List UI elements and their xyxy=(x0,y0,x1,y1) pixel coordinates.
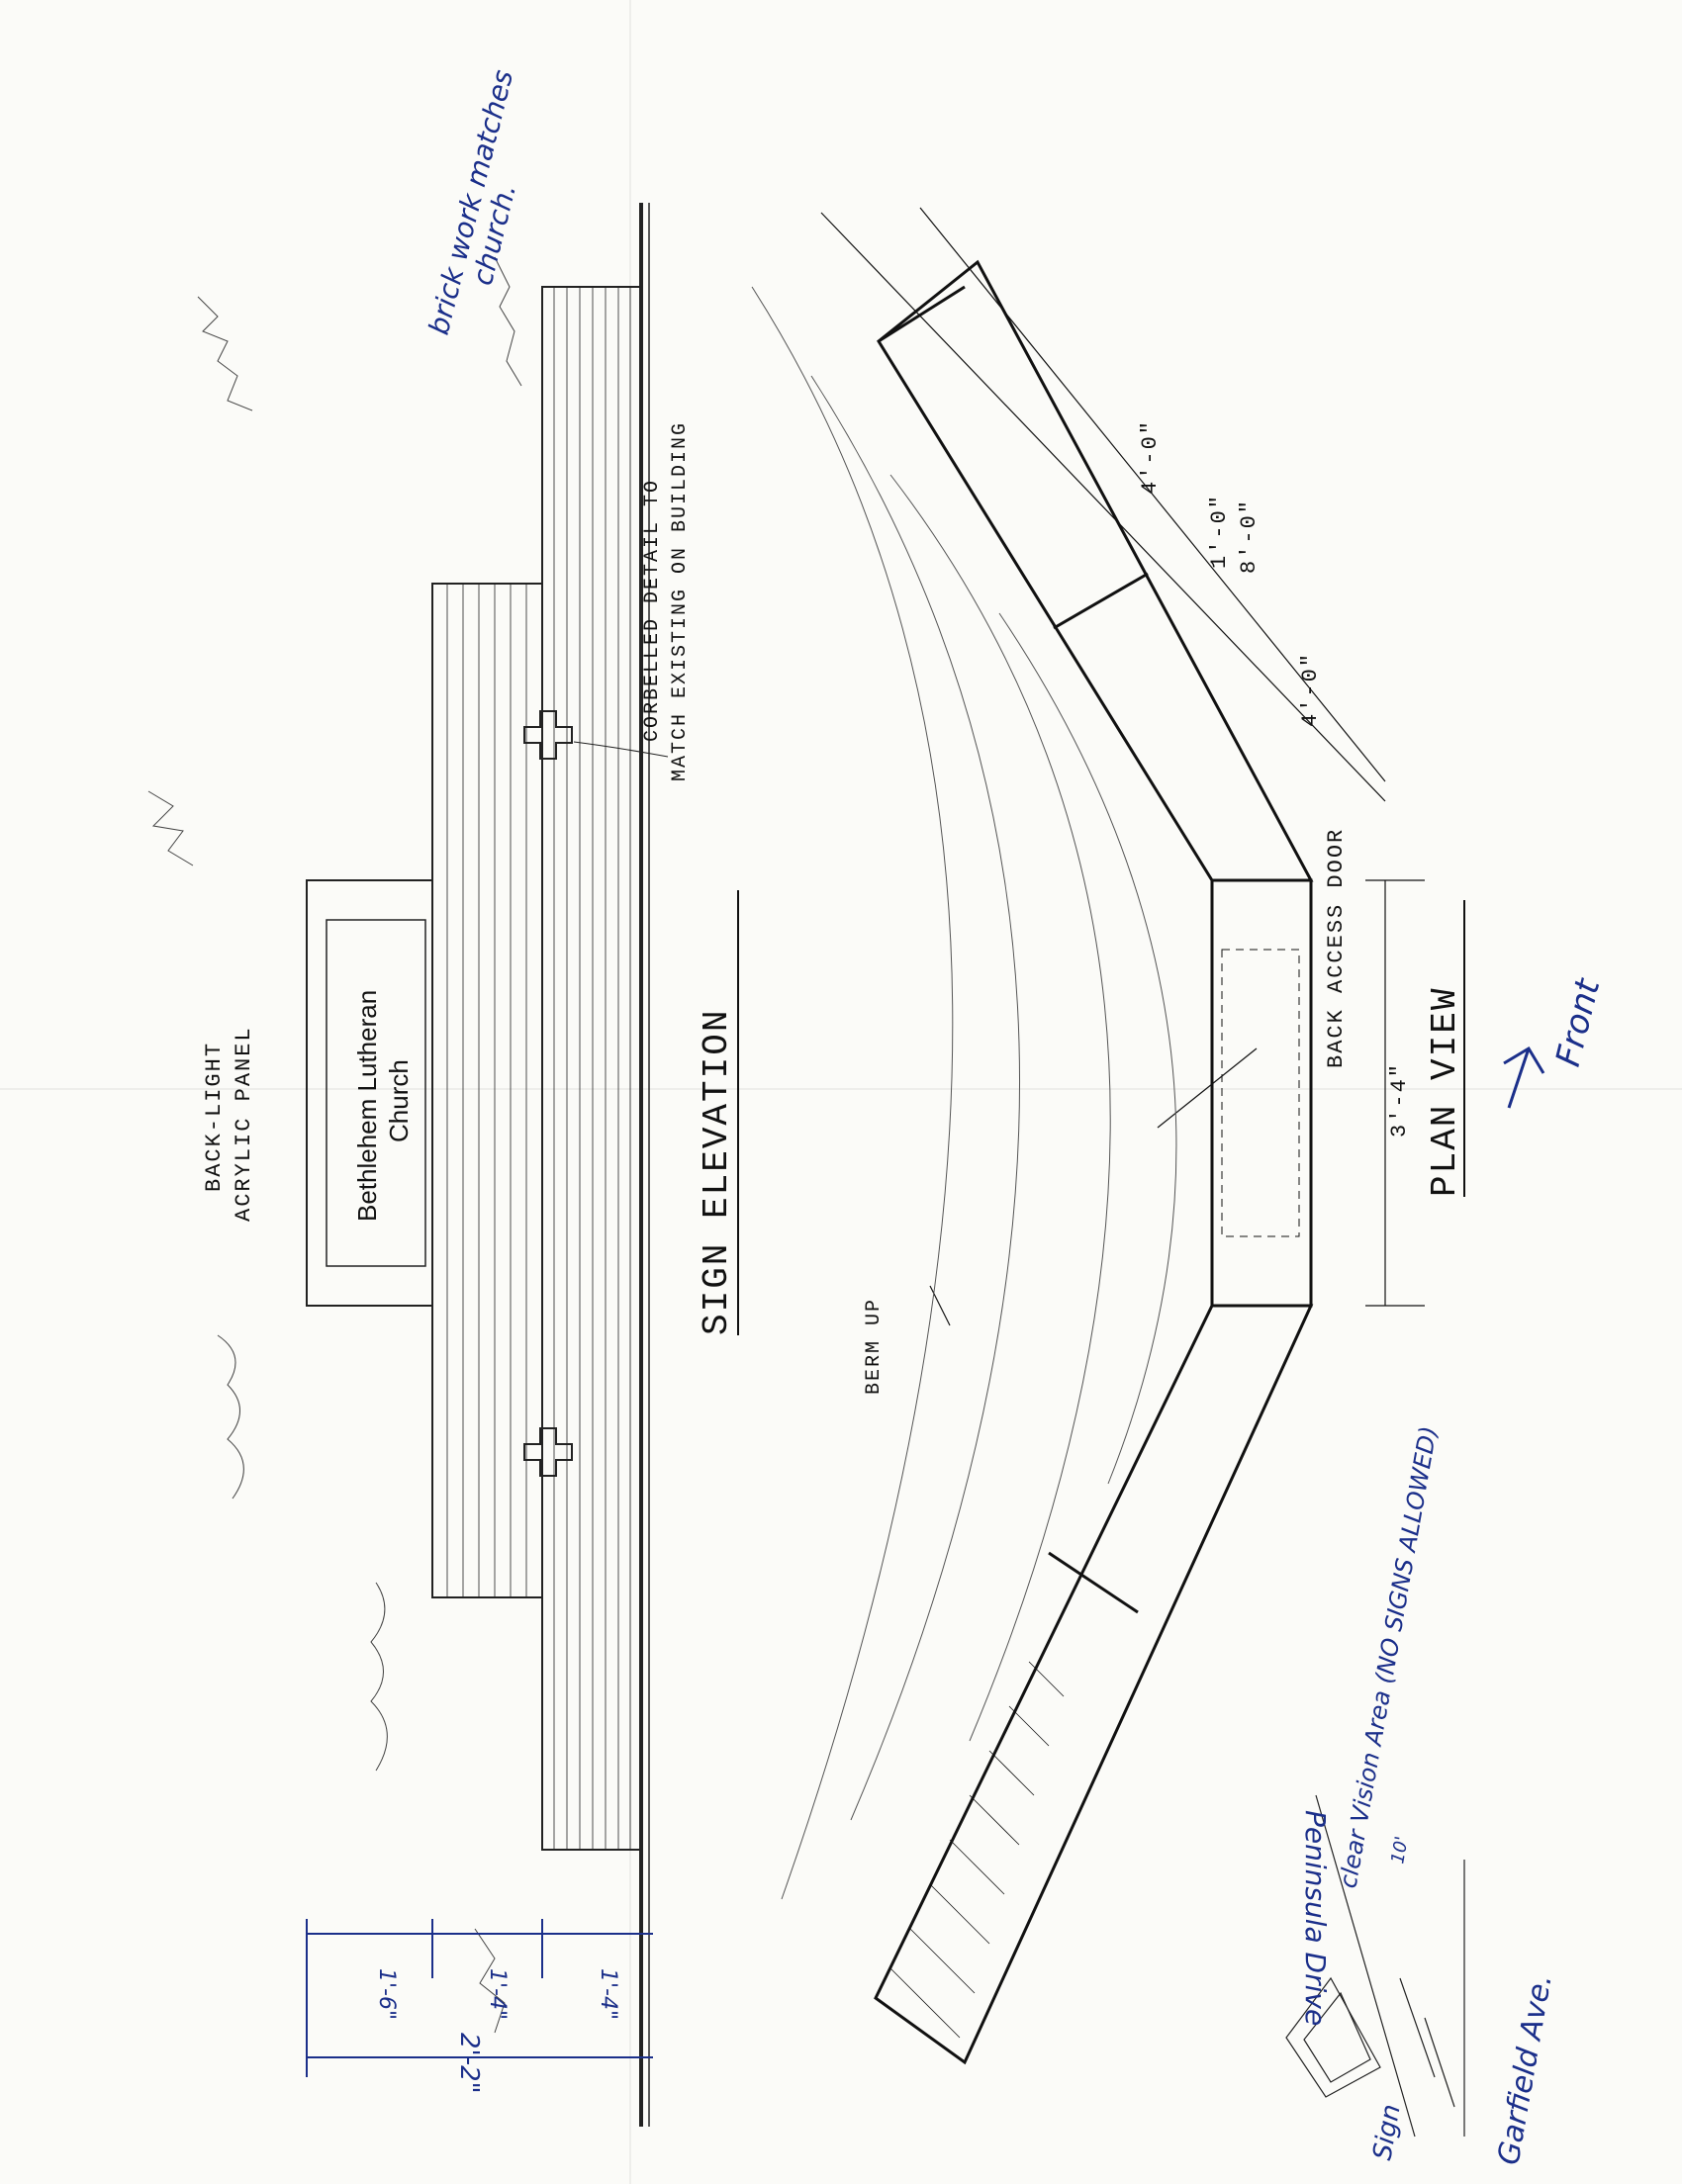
plan-title: PLAN VIEW xyxy=(1425,987,1465,1197)
panel-label-line2: ACRYLIC PANEL xyxy=(232,1026,256,1222)
site-corner-sketch xyxy=(1285,1794,1465,2138)
site-dim-small: 10' xyxy=(1387,1835,1413,1866)
plan-view xyxy=(751,207,1425,2065)
plan-dim-b: 4'-0" xyxy=(1298,652,1323,727)
dim-total: 2'-2" xyxy=(454,2033,484,2094)
sign-text-line2: Church xyxy=(384,1059,414,1142)
berm-label: BERM UP xyxy=(863,1298,886,1395)
dim-bottom: 1'-4" xyxy=(596,1968,620,2020)
detail-note-line1: CORBELLED DETAIL TO xyxy=(641,479,664,742)
site-sign-label: Sign xyxy=(1367,2102,1406,2162)
dim-mid: 1'-4" xyxy=(485,1968,510,2020)
brick-courses xyxy=(446,287,631,1850)
elevation-dimensions xyxy=(306,1919,653,2077)
plan-hatching xyxy=(889,1661,1065,2039)
front-arrow xyxy=(1503,1046,1545,1109)
detail-note-line2: MATCH EXISTING ON BUILDING xyxy=(669,421,692,781)
street-garfield: Garfield Ave. xyxy=(1491,1971,1558,2167)
street-peninsula: Peninsula Drive xyxy=(1299,1810,1332,2026)
clear-vision-area: clear Vision Area (NO SIGNS ALLOWED) xyxy=(1334,1424,1443,1890)
cross-ornament-bottom xyxy=(523,1427,573,1477)
front-label: Front xyxy=(1548,973,1609,1070)
cross-ornament-top xyxy=(523,710,573,760)
dim-top: 1'-6" xyxy=(374,1968,399,2020)
plan-dim-a: 4'-0" xyxy=(1138,419,1163,495)
plan-dim-width: 3'-4" xyxy=(1387,1062,1412,1138)
plan-dim-overall: 8'-0" xyxy=(1237,499,1262,574)
panel-label-line1: BACK-LIGHT xyxy=(202,1042,227,1192)
back-access-label: BACK ACCESS DOOR xyxy=(1324,828,1349,1068)
berm-contours xyxy=(751,286,1177,1900)
sign-text-line1: Bethlehem Lutheran xyxy=(352,990,382,1222)
plan-dim-c: 1'-0" xyxy=(1207,494,1232,569)
paper-fold xyxy=(0,1088,1682,1090)
shrubbery xyxy=(147,256,522,2034)
elevation-title: SIGN ELEVATION xyxy=(697,1009,737,1335)
plan-dimensions xyxy=(820,207,1425,1326)
sign-elevation xyxy=(147,203,669,2127)
